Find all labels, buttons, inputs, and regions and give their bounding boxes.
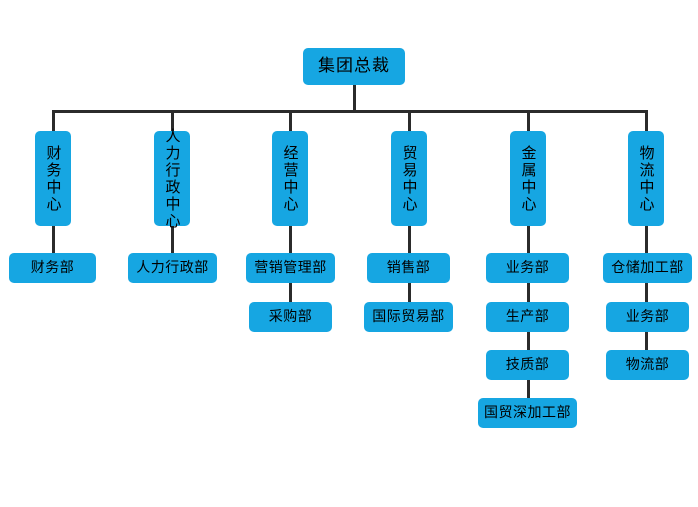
node-dept-metal-3-label: 国贸深加工部 — [484, 405, 571, 421]
connector-center-1-dept — [171, 226, 174, 254]
connector-drop-3 — [408, 110, 411, 133]
connector-dept-4-1-2 — [527, 331, 530, 350]
node-dept-metal-2-label: 技质部 — [505, 357, 550, 373]
connector-drop-4 — [527, 110, 530, 133]
node-dept-metal-0-label: 业务部 — [505, 260, 550, 276]
node-dept-trade-0-label: 销售部 — [386, 260, 431, 276]
node-root-label: 集团总裁 — [318, 56, 390, 76]
connector-center-5-dept — [645, 226, 648, 254]
node-center-operations[interactable]: 经营中心 — [272, 131, 308, 226]
connector-drop-1 — [171, 110, 174, 133]
node-center-logistics-label: 物流中心 — [637, 144, 656, 213]
node-center-hr-admin-label: 人力行政中心 — [163, 127, 182, 230]
connector-center-0-dept — [52, 226, 55, 254]
node-dept-logistics-2[interactable]: 物流部 — [606, 350, 689, 380]
node-dept-logistics-0[interactable]: 仓储加工部 — [603, 253, 692, 283]
node-dept-logistics-0-label: 仓储加工部 — [611, 260, 684, 276]
connector-dept-4-0-1 — [527, 283, 530, 302]
node-root[interactable]: 集团总裁 — [303, 48, 405, 85]
node-dept-trade-1-label: 国际贸易部 — [372, 309, 445, 325]
node-dept-operations-0[interactable]: 营销管理部 — [246, 253, 335, 283]
node-dept-logistics-1[interactable]: 业务部 — [606, 302, 689, 332]
connector-center-4-dept — [527, 226, 530, 254]
node-dept-logistics-2-label: 物流部 — [625, 357, 670, 373]
node-dept-operations-1-label: 采购部 — [268, 309, 313, 325]
connector-drop-0 — [52, 110, 55, 133]
node-dept-logistics-1-label: 业务部 — [625, 309, 670, 325]
node-dept-trade-1[interactable]: 国际贸易部 — [364, 302, 453, 332]
node-dept-metal-2[interactable]: 技质部 — [486, 350, 569, 380]
connector-bus — [52, 110, 647, 113]
node-center-hr-admin[interactable]: 人力行政中心 — [154, 128, 190, 230]
node-dept-metal-1-label: 生产部 — [505, 309, 550, 325]
connector-root-stem — [353, 85, 356, 112]
node-center-metal-label: 金属中心 — [519, 144, 538, 213]
node-dept-finance-0-label: 财务部 — [30, 260, 75, 276]
node-center-trade-label: 贸易中心 — [400, 144, 419, 213]
node-dept-trade-0[interactable]: 销售部 — [367, 253, 450, 283]
connector-dept-3-0-1 — [408, 283, 411, 302]
node-dept-metal-3[interactable]: 国贸深加工部 — [478, 398, 577, 428]
connector-center-3-dept — [408, 226, 411, 254]
connector-dept-2-0-1 — [289, 283, 292, 302]
connector-dept-5-0-1 — [645, 283, 648, 302]
node-dept-hr-0-label: 人力行政部 — [136, 260, 209, 276]
node-center-trade[interactable]: 贸易中心 — [391, 131, 427, 226]
node-center-logistics[interactable]: 物流中心 — [628, 131, 664, 226]
connector-center-2-dept — [289, 226, 292, 254]
connector-drop-2 — [289, 110, 292, 133]
node-dept-finance-0[interactable]: 财务部 — [9, 253, 96, 283]
connector-dept-5-1-2 — [645, 331, 648, 350]
connector-dept-4-2-3 — [527, 379, 530, 398]
node-center-metal[interactable]: 金属中心 — [510, 131, 546, 226]
node-dept-operations-0-label: 营销管理部 — [254, 260, 327, 276]
node-center-finance[interactable]: 财务中心 — [35, 131, 71, 226]
node-dept-metal-0[interactable]: 业务部 — [486, 253, 569, 283]
node-center-finance-label: 财务中心 — [44, 144, 63, 213]
connector-drop-5 — [645, 110, 648, 133]
node-center-operations-label: 经营中心 — [281, 144, 300, 213]
node-dept-metal-1[interactable]: 生产部 — [486, 302, 569, 332]
node-dept-operations-1[interactable]: 采购部 — [249, 302, 332, 332]
node-dept-hr-0[interactable]: 人力行政部 — [128, 253, 217, 283]
